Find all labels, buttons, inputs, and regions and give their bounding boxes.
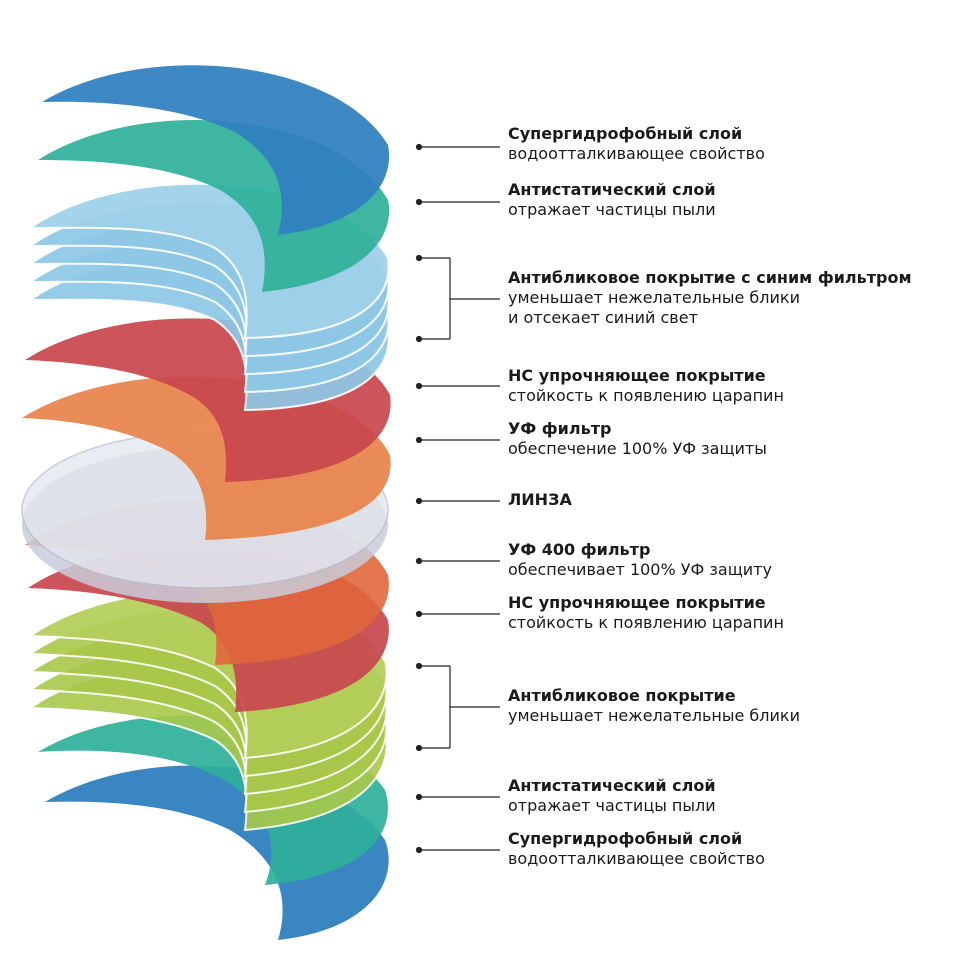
label-desc: обеспечение 100% УФ защиты bbox=[508, 439, 767, 458]
layer-top-hydrophobic bbox=[42, 65, 390, 235]
label-desc: отражает частицы пыли bbox=[508, 796, 716, 815]
label-desc: отражает частицы пыли bbox=[508, 200, 716, 219]
label-desc: обеспечивает 100% УФ защиту bbox=[508, 560, 772, 579]
label-bottom-hydrophobic: Супергидрофобный слой водоотталкивающее … bbox=[508, 829, 765, 869]
label-title: Супергидрофобный слой bbox=[508, 124, 743, 143]
label-desc: уменьшает нежелательные блики bbox=[508, 706, 800, 725]
label-antireflect-green: Антибликовое покрытие уменьшает нежелате… bbox=[508, 686, 800, 726]
label-title: НС упрочняющее покрытие bbox=[508, 366, 766, 385]
label-title: Антистатический слой bbox=[508, 180, 716, 199]
label-desc: и отсекает синий свет bbox=[508, 308, 698, 327]
label-antireflect-blue: Антибликовое покрытие с синим фильтром у… bbox=[508, 268, 912, 328]
label-title: ЛИНЗА bbox=[508, 490, 572, 509]
layer-stack-illustration bbox=[21, 65, 391, 940]
label-desc: стойкость к появлению царапин bbox=[508, 613, 784, 632]
label-top-antistatic: Антистатический слой отражает частицы пы… bbox=[508, 180, 716, 220]
label-title: Антибликовое покрытие с синим фильтром bbox=[508, 268, 912, 287]
label-title: УФ 400 фильтр bbox=[508, 540, 651, 559]
label-title: Антибликовое покрытие bbox=[508, 686, 736, 705]
label-bottom-antistatic: Антистатический слой отражает частицы пы… bbox=[508, 776, 716, 816]
label-top-hardcoat: НС упрочняющее покрытие стойкость к появ… bbox=[508, 366, 784, 406]
label-bottom-hardcoat: НС упрочняющее покрытие стойкость к появ… bbox=[508, 593, 784, 633]
label-uv-filter: УФ фильтр обеспечение 100% УФ защиты bbox=[508, 419, 767, 459]
label-desc: водоотталкивающее свойство bbox=[508, 849, 765, 868]
label-desc: уменьшает нежелательные блики bbox=[508, 288, 800, 307]
label-desc: стойкость к появлению царапин bbox=[508, 386, 784, 405]
label-uv400-filter: УФ 400 фильтр обеспечивает 100% УФ защит… bbox=[508, 540, 772, 580]
label-title: НС упрочняющее покрытие bbox=[508, 593, 766, 612]
label-title: Антистатический слой bbox=[508, 776, 716, 795]
label-title: УФ фильтр bbox=[508, 419, 612, 438]
label-desc: водоотталкивающее свойство bbox=[508, 144, 765, 163]
label-lens: ЛИНЗА bbox=[508, 490, 572, 510]
label-top-hydrophobic: Супергидрофобный слой водоотталкивающее … bbox=[508, 124, 765, 164]
label-title: Супергидрофобный слой bbox=[508, 829, 743, 848]
